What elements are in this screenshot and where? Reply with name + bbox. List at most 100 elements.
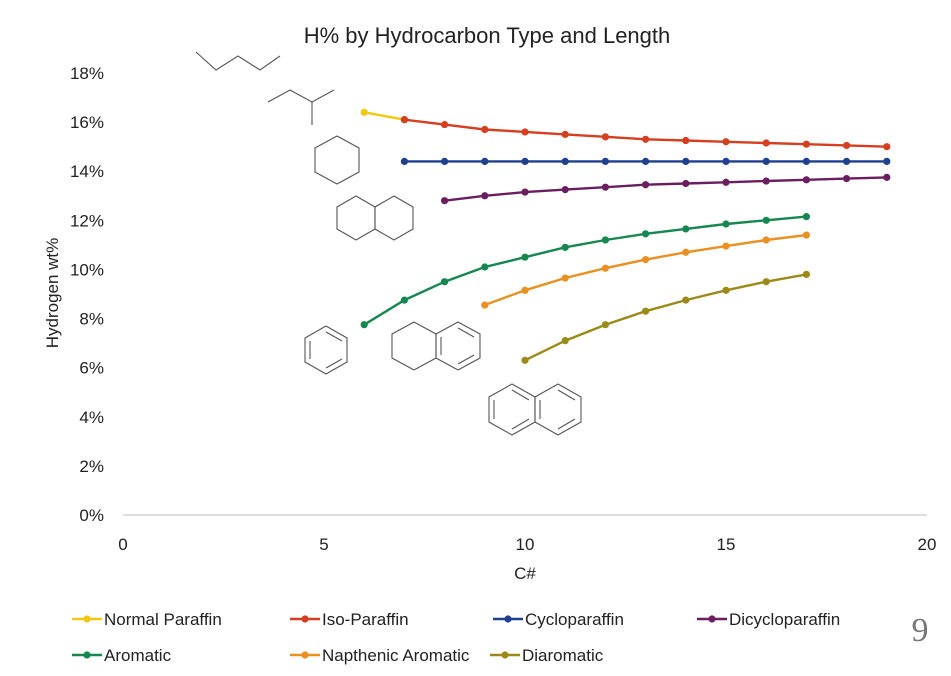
data-point [682, 248, 690, 256]
data-point [601, 321, 610, 329]
data-point [601, 264, 610, 272]
data-point [400, 157, 408, 165]
series-1 [400, 116, 891, 151]
data-point [682, 157, 690, 165]
data-point [561, 274, 569, 282]
legend-item: Dicycloparaffin [697, 610, 840, 629]
data-point [802, 213, 811, 221]
data-point [883, 173, 891, 181]
legend-label: Diaromatic [522, 646, 604, 665]
series-6 [521, 270, 811, 364]
series-3 [441, 173, 891, 205]
legend-label: Iso-Paraffin [322, 610, 409, 629]
series-0 [360, 108, 408, 124]
legend-swatch-marker [501, 651, 509, 659]
data-point [441, 157, 449, 165]
data-point [762, 157, 770, 165]
data-point [521, 286, 529, 294]
legend: Normal Paraffin Iso-Paraffin Cycloparaffin… [72, 610, 840, 665]
y-tick-label: 8% [79, 310, 104, 329]
data-point [642, 157, 650, 165]
x-tick-label: 20 [918, 535, 937, 554]
y-tick-label: 16% [70, 113, 104, 132]
x-tick-label: 0 [118, 535, 127, 554]
data-point [642, 135, 650, 143]
data-point [441, 278, 449, 286]
data-point [441, 197, 449, 205]
data-point [360, 321, 368, 329]
n-paraffin-structure [195, 51, 281, 71]
data-point [601, 157, 610, 165]
x-tick-label: 10 [516, 535, 535, 554]
data-point [722, 286, 730, 294]
data-point [722, 178, 730, 186]
y-axis-label: Hydrogen wt% [43, 238, 62, 349]
data-point [601, 133, 610, 141]
data-point [642, 181, 650, 189]
data-point [642, 230, 650, 238]
legend-swatch-marker [83, 615, 91, 623]
benzene-structure [304, 325, 348, 375]
data-point [561, 243, 569, 251]
legend-swatch-marker [504, 615, 512, 623]
y-tick-label: 6% [79, 359, 104, 378]
x-axis-label: C# [514, 564, 536, 583]
series-line [363, 215, 807, 326]
data-point [521, 188, 529, 196]
legend-label: Napthenic Aromatic [322, 646, 470, 665]
legend-item: Normal Paraffin [72, 610, 222, 629]
legend-swatch-marker [301, 615, 309, 623]
chart-title: H% by Hydrocarbon Type and Length [304, 23, 671, 48]
cyclohexane-structure [314, 135, 360, 185]
legend-label: Normal Paraffin [104, 610, 222, 629]
data-point [843, 157, 851, 165]
data-point [762, 177, 770, 185]
data-point [802, 157, 811, 165]
series-5 [481, 231, 811, 309]
legend-item: Diaromatic [490, 646, 604, 665]
legend-label: Cycloparaffin [525, 610, 624, 629]
data-point [682, 179, 690, 188]
molecule-sketches [195, 51, 582, 436]
data-point [481, 157, 489, 165]
data-point [561, 337, 569, 345]
data-point [601, 183, 610, 191]
data-point [400, 296, 408, 304]
page-number: 9 [912, 612, 929, 649]
data-point [481, 192, 489, 200]
series-line [444, 176, 887, 202]
data-point [843, 141, 851, 150]
data-point [722, 220, 730, 228]
legend-swatch-marker [708, 615, 716, 623]
data-point [682, 296, 690, 304]
data-point [682, 225, 690, 233]
series-line [524, 273, 807, 362]
iso-paraffin-structure [267, 89, 335, 125]
data-point [843, 174, 851, 183]
series-line [363, 111, 405, 121]
data-point [883, 143, 891, 151]
x-tick-label: 5 [319, 535, 328, 554]
y-tick-label: 2% [79, 457, 104, 476]
data-point [561, 130, 569, 138]
y-tick-label: 10% [70, 260, 104, 279]
x-tick-label: 15 [717, 535, 736, 554]
y-tick-label: 12% [70, 211, 104, 230]
data-point [521, 253, 529, 261]
series-2 [400, 157, 891, 165]
series-line [484, 233, 807, 307]
data-point [722, 138, 730, 146]
legend-item: Iso-Paraffin [290, 610, 409, 629]
data-point [762, 278, 770, 286]
data-point [722, 242, 730, 250]
y-tick-label: 14% [70, 162, 104, 181]
series-layer [360, 108, 891, 364]
decalin-structure [336, 195, 414, 241]
data-point [521, 128, 529, 136]
legend-label: Dicycloparaffin [729, 610, 840, 629]
data-point [802, 270, 811, 278]
data-point [762, 139, 770, 147]
legend-item: Napthenic Aromatic [290, 646, 470, 665]
legend-label: Aromatic [104, 646, 172, 665]
data-point [441, 120, 449, 129]
